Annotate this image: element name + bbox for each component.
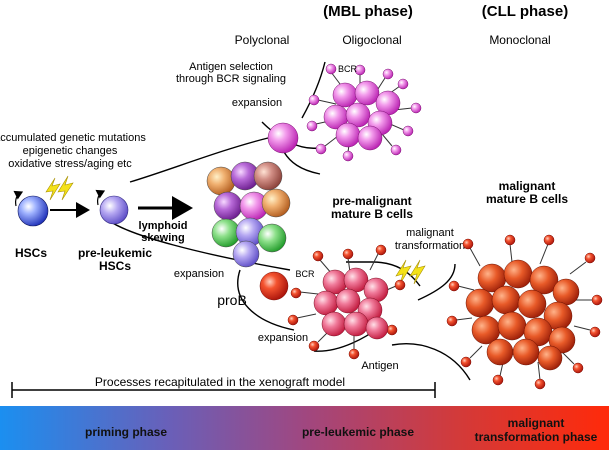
- cll-phase-header: (CLL phase): [482, 3, 568, 20]
- pre-leukemic-label-1: pre-leukemic: [78, 246, 152, 260]
- malignant-transformation-label-2: transformation: [395, 240, 465, 252]
- phase-gradient-bar: [0, 406, 609, 450]
- monoclonal-malignant-cluster: [446, 234, 603, 390]
- lymphoid-label-2: skewing: [141, 232, 184, 244]
- malignant-phase-label-2: transformation phase: [474, 430, 598, 444]
- connector-curves: [107, 61, 471, 381]
- antigen-selection-line1: Antigen selection: [189, 61, 273, 73]
- expansion-mid-label: expansion: [174, 268, 224, 280]
- transformation-lightning-icon: [395, 259, 426, 285]
- antigen-label: Antigen: [361, 360, 398, 372]
- monoclonal-header: Monoclonal: [489, 33, 550, 47]
- malignant-mature-label-2: mature B cells: [486, 192, 568, 206]
- polyclonal-header: Polyclonal: [235, 33, 290, 47]
- hsc-cell: [13, 190, 49, 227]
- expansion-top-label: expansion: [232, 97, 282, 109]
- priming-phase-label: priming phase: [84, 425, 167, 439]
- polyclonal-cell-cluster: [206, 161, 291, 268]
- xenograft-label: Processes recapitulated in the xenograft…: [95, 375, 345, 389]
- pre-malignant-label-1: pre-malignant: [332, 194, 411, 208]
- prob-label: proB: [217, 292, 247, 308]
- mutations-line1: accumulated genetic mutations: [0, 132, 146, 144]
- pre-leukemic-label-2: HSCs: [99, 259, 131, 273]
- expanding-magenta-cell: [267, 122, 299, 154]
- lymphoid-label-1: lymphoid: [139, 220, 188, 232]
- oligoclonal-magenta-cluster: [306, 63, 422, 162]
- pre-malignant-cluster: [287, 244, 406, 360]
- prob-red-cell: [259, 271, 289, 301]
- pre-malignant-label-2: mature B cells: [331, 207, 413, 221]
- oligoclonal-header: Oligoclonal: [342, 33, 401, 47]
- mbl-phase-header: (MBL phase): [323, 3, 413, 20]
- expansion-bottom-label: expansion: [258, 332, 308, 344]
- pre-leukemic-hsc-cell: [95, 189, 129, 225]
- pre-leukemic-phase-label: pre-leukemic phase: [301, 425, 415, 439]
- mutations-line2: epigenetic changes: [23, 145, 118, 157]
- hscs-label: HSCs: [15, 246, 47, 260]
- malignant-mature-label-1: malignant: [499, 179, 556, 193]
- xenograft-bracket: [11, 382, 436, 398]
- malignant-phase-label-1: malignant: [507, 416, 565, 430]
- mutations-line3: oxidative stress/aging etc: [8, 158, 132, 170]
- lightning-icon: [45, 175, 74, 201]
- antigen-selection-line2: through BCR signaling: [176, 73, 286, 85]
- bcr-top-label: BCR: [338, 64, 358, 74]
- bcr-bottom-label: BCR: [295, 269, 315, 279]
- malignant-transformation-label-1: malignant: [406, 227, 454, 239]
